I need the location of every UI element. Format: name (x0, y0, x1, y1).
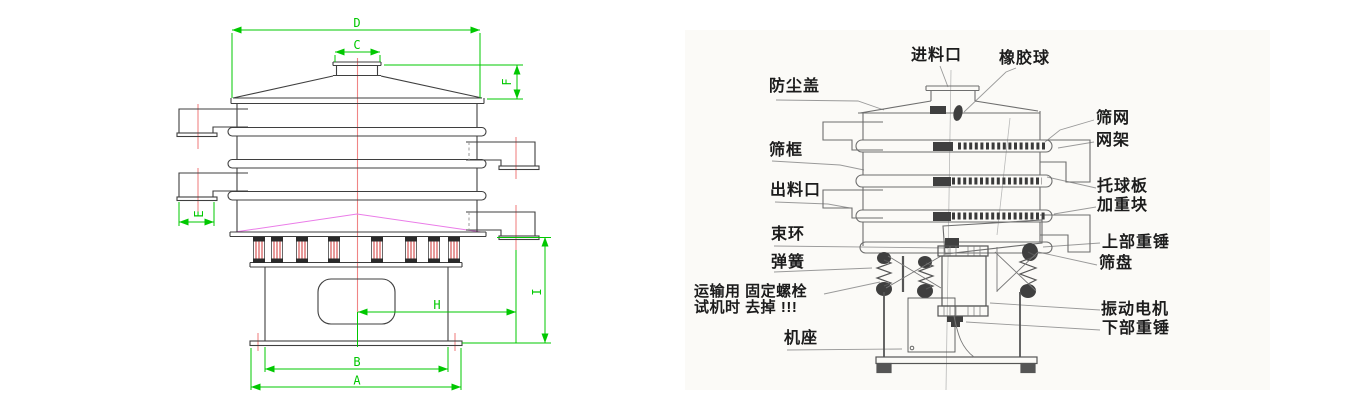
dim-label-c: C (353, 38, 360, 52)
dim-label-i: I (530, 288, 544, 295)
machine-outline (176, 61, 540, 347)
label-sieve-pan: 筛盘 (1099, 255, 1134, 272)
left-dimension-drawing: D C F E H I B A (176, 16, 551, 391)
label-ball-tray: 托球板 (1097, 178, 1149, 195)
label-mesh-frame: 网架 (1096, 132, 1131, 149)
label-dust-cover: 防尘盖 (769, 78, 821, 95)
dim-label-b: B (353, 355, 360, 369)
leader-lines (771, 65, 1101, 351)
suspension-springs (252, 236, 461, 264)
label-transport-bolt-line1: 运输用 固定螺栓 (694, 283, 808, 300)
right-labeled-diagram (685, 30, 1270, 391)
dim-label-e: E (192, 210, 206, 217)
label-transport-bolt-line2: 试机时 去掉 !!! (694, 299, 798, 316)
label-weight-block: 加重块 (1097, 197, 1149, 214)
centerlines (197, 58, 517, 351)
dim-label-f: F (500, 78, 514, 85)
lower-assembly (875, 245, 1039, 374)
label-upper-weight: 上部重锤 (1102, 234, 1171, 251)
label-rubber-ball: 橡胶球 (999, 50, 1051, 67)
label-sieve-frame: 筛框 (769, 142, 804, 159)
label-clamp-ring: 束环 (771, 226, 806, 243)
dim-label-a: A (353, 374, 361, 388)
dim-label-d: D (353, 16, 360, 30)
label-vibration-motor: 振动电机 (1101, 301, 1170, 318)
label-feed-inlet: 进料口 (911, 47, 963, 64)
dimension-letters: D C F E H I B A (192, 16, 544, 388)
hidden-deck-cone (234, 213, 482, 233)
machine-body (822, 85, 1091, 255)
dim-label-h: H (433, 298, 440, 312)
label-machine-base: 机座 (784, 330, 819, 347)
label-lower-weight: 下部重锤 (1102, 320, 1171, 337)
label-discharge-outlet: 出料口 (770, 182, 822, 199)
label-spring: 弹簧 (771, 254, 806, 271)
hardware-bolts (876, 105, 1038, 327)
label-screen-mesh: 筛网 (1096, 110, 1131, 127)
dimension-lines (178, 26, 551, 391)
mesh-coil-screws (952, 142, 1046, 220)
